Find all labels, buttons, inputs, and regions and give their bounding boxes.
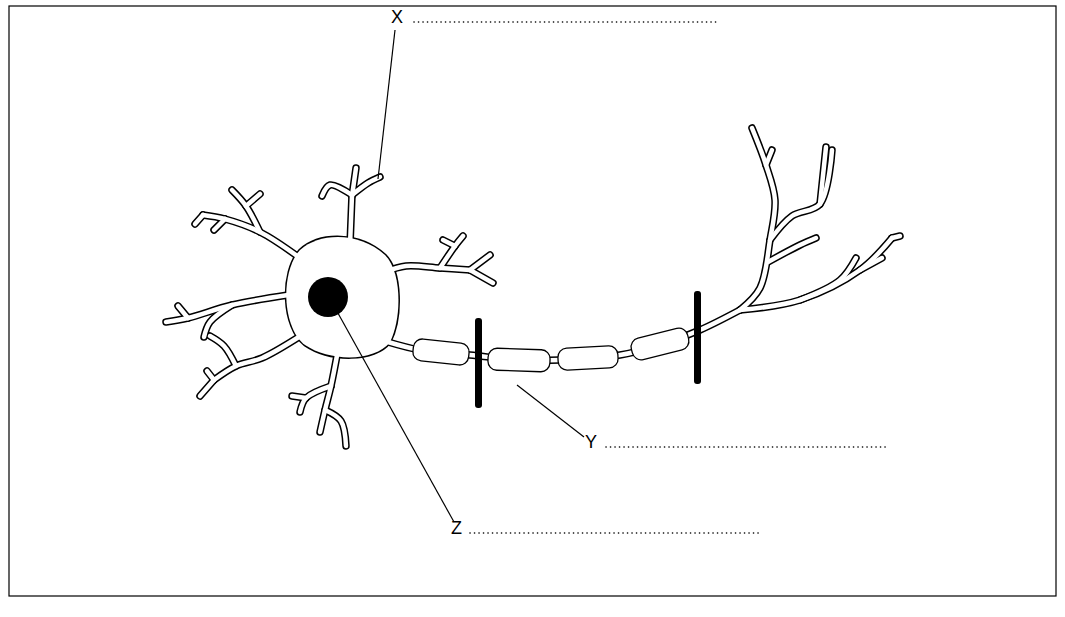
myelin-segment	[412, 338, 470, 366]
neurite-outline	[325, 410, 346, 446]
answer-lines	[414, 22, 886, 533]
neurite-fill	[322, 185, 352, 196]
leader-line	[334, 306, 454, 522]
neurite-fill	[214, 335, 302, 380]
neurite-fill	[200, 380, 214, 396]
neurite-fill	[232, 190, 260, 232]
neurite-fill	[325, 410, 346, 446]
cut-bar	[475, 318, 482, 408]
answer-line	[414, 21, 720, 23]
leader-line	[517, 385, 584, 437]
neurite-fill	[214, 219, 225, 230]
leader-lines	[334, 30, 584, 522]
neurite-fill	[385, 266, 470, 272]
neurite-outline	[443, 240, 455, 246]
part-letter: Y	[585, 433, 597, 451]
part-letter: X	[391, 8, 403, 26]
neuron-fill	[166, 128, 900, 446]
myelin-segment	[629, 326, 691, 361]
neurite-outline	[385, 266, 470, 272]
neurite-outline	[207, 371, 214, 380]
neurite-outline	[768, 238, 816, 262]
neurite-outline	[210, 336, 236, 366]
neurite-fill	[470, 270, 493, 283]
neurite-outline	[195, 215, 203, 224]
neurite-outline	[440, 236, 463, 268]
neurite-fill	[292, 396, 306, 398]
neurite-outline	[200, 380, 214, 396]
cell-body	[286, 237, 398, 357]
neurite-fill	[766, 150, 772, 165]
cut-bar	[694, 291, 701, 384]
neurite-fill	[470, 255, 490, 270]
neurite-fill	[440, 236, 463, 268]
neurite-outline	[766, 150, 772, 165]
neurite-fill	[740, 238, 892, 310]
neurite-fill	[246, 194, 260, 206]
myelin-sheath	[412, 326, 691, 372]
neurite-outline	[178, 306, 188, 318]
neurite-fill	[860, 258, 882, 270]
neurite-outline	[350, 195, 352, 245]
neurite-outline	[292, 396, 306, 398]
part-letter: Z	[451, 519, 462, 537]
neurite-fill	[443, 240, 455, 246]
cell-body-outline	[286, 237, 398, 357]
neurite-outline	[470, 270, 493, 283]
neurite-fill	[740, 128, 775, 310]
neurite-outline	[214, 335, 302, 380]
neurite-outline	[470, 255, 490, 270]
answer-line	[606, 446, 886, 448]
answer-line	[470, 532, 760, 534]
neurite-outline	[740, 128, 775, 310]
myelin-segment	[557, 345, 618, 370]
neurite-fill	[207, 371, 214, 380]
neurite-fill	[204, 305, 232, 337]
neurite-fill	[892, 236, 900, 238]
neurite-fill	[203, 215, 300, 258]
neurite-outline	[322, 185, 352, 196]
neuron-outline	[166, 128, 900, 446]
leader-line	[378, 30, 395, 179]
neurite-fill	[352, 168, 356, 196]
neurite-outline	[892, 236, 900, 238]
neurite-fill	[195, 215, 203, 224]
neurite-fill	[800, 258, 856, 300]
nucleus	[308, 277, 348, 317]
neurite-fill	[820, 147, 826, 204]
neurite-fill	[768, 238, 816, 262]
neurite-outline	[246, 194, 260, 206]
figure-frame	[9, 6, 1056, 596]
myelin-segment	[488, 348, 551, 372]
neurite-fill	[350, 195, 352, 245]
neurite-outline	[214, 219, 225, 230]
neurite-fill	[210, 336, 236, 366]
neurite-fill	[178, 306, 188, 318]
